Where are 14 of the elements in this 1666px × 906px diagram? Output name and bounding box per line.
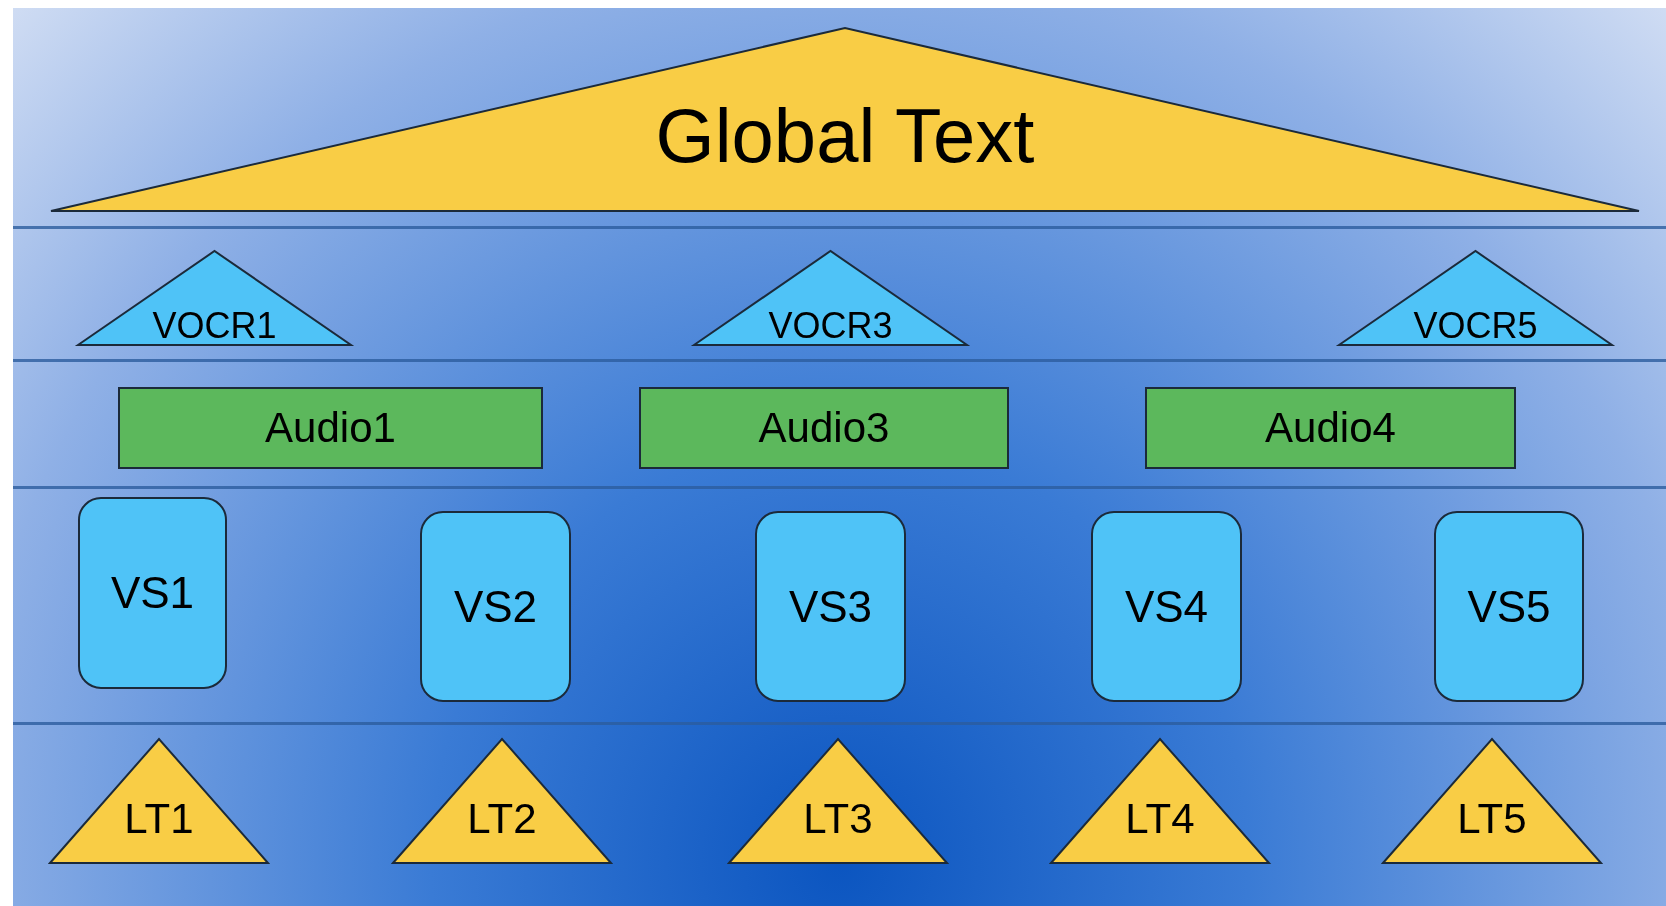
triangle-shape: Global Text	[51, 27, 1639, 212]
rounded-box: VS2	[420, 511, 571, 702]
rounded-box: VS1	[78, 497, 227, 689]
triangle-shape: LT1	[50, 738, 268, 864]
process-box: Audio1	[118, 387, 543, 469]
rounded-box: VS5	[1434, 511, 1584, 702]
triangle-shape: LT5	[1383, 738, 1601, 864]
triangle-shape: LT2	[393, 738, 611, 864]
triangle-shape: LT3	[729, 738, 947, 864]
process-box: Audio4	[1145, 387, 1516, 469]
process-box: Audio3	[639, 387, 1009, 469]
rounded-box: VS4	[1091, 511, 1242, 702]
triangle-shape: LT4	[1051, 738, 1269, 864]
rounded-box: VS3	[755, 511, 906, 702]
